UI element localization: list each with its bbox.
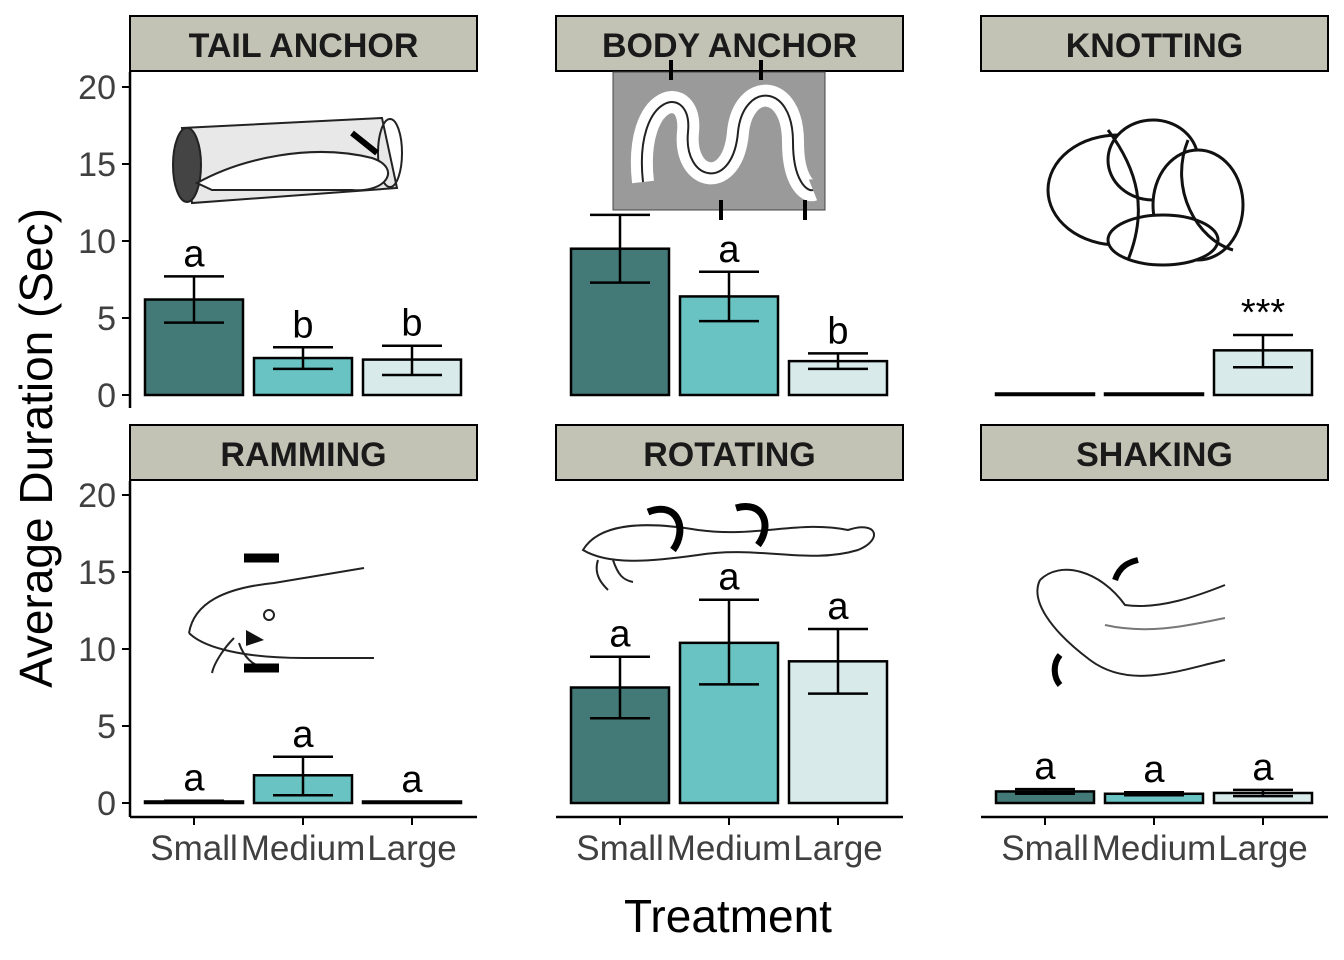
- significance-label: a: [609, 614, 631, 656]
- y-tick-label: 15: [78, 554, 116, 592]
- coiled-eel-illustration: [612, 60, 826, 220]
- bar-large: [1212, 349, 1314, 397]
- x-tick-label: Large: [793, 829, 883, 868]
- error-bar-medium: [273, 755, 333, 797]
- significance-label: a: [1034, 746, 1056, 788]
- significance-label: a: [827, 586, 849, 628]
- shaking-eel-illustration: [1036, 557, 1226, 687]
- y-axis-title: Average Duration (Sec): [10, 208, 62, 688]
- ramming-head-illustration: [188, 553, 374, 674]
- x-tick-label: Small: [150, 829, 238, 868]
- error-bar-small: [1015, 787, 1075, 796]
- strip-background: [129, 15, 478, 72]
- strip-title: BODY ANCHOR: [602, 27, 857, 65]
- significance-label: a: [718, 229, 740, 271]
- strip-background: [980, 15, 1329, 72]
- y-tick-label: 5: [97, 300, 116, 338]
- x-tick-label: Medium: [241, 829, 365, 868]
- strip-header: SHAKING: [980, 424, 1329, 481]
- x-tick-label: Medium: [1092, 829, 1216, 868]
- y-tick-label: 15: [78, 146, 116, 184]
- panel-knotting: KNOTTING ***: [980, 15, 1329, 397]
- strip-background: [555, 15, 904, 72]
- significance-label: b: [827, 310, 848, 352]
- y-axes-layer: 0 5 10 15 20 0 5 10 15 20: [78, 69, 132, 823]
- strip-header: RAMMING: [129, 424, 478, 481]
- panel-shaking: SHAKING a a a: [980, 424, 1329, 805]
- significance-label: a: [183, 758, 205, 800]
- strip-header: ROTATING: [555, 424, 904, 481]
- tube-anchor-illustration: [172, 116, 403, 205]
- strip-title: TAIL ANCHOR: [189, 27, 419, 65]
- significance-label: ***: [1241, 292, 1286, 334]
- strip-header: TAIL ANCHOR: [129, 15, 478, 72]
- significance-label: a: [183, 233, 205, 275]
- bar-medium: [252, 356, 354, 397]
- error-bar-small: [164, 799, 224, 804]
- error-bar-medium: [1124, 790, 1184, 797]
- error-bar-small: [590, 213, 650, 284]
- error-bar-large: [382, 344, 442, 377]
- significance-label: a: [718, 557, 740, 599]
- y-axis-row-1: 0 5 10 15 20: [78, 69, 132, 415]
- x-tick-label: Small: [1001, 829, 1089, 868]
- panel-tail-anchor: TAIL ANCHOR a b b: [129, 15, 478, 397]
- error-bar-small: [590, 655, 650, 720]
- strip-background: [555, 424, 904, 481]
- y-tick-label: 20: [78, 477, 116, 515]
- significance-label: a: [401, 759, 423, 801]
- significance-label: a: [292, 714, 314, 756]
- error-bar-medium: [273, 346, 333, 371]
- y-tick-label: 10: [78, 223, 116, 261]
- strip-title: RAMMING: [220, 436, 386, 474]
- y-tick-label: 0: [97, 785, 116, 823]
- knot-illustration: [1046, 118, 1245, 267]
- x-tick-label: Large: [367, 829, 457, 868]
- strip-background: [980, 424, 1329, 481]
- strip-title: SHAKING: [1076, 436, 1233, 474]
- x-tick-label: Large: [1218, 829, 1308, 868]
- strip-background: [129, 424, 478, 481]
- error-bar-large: [1233, 333, 1293, 369]
- panels-layer: TAIL ANCHOR a b b BODY ANCHOR a b KNOTTING *** RA…: [129, 15, 1329, 805]
- rotating-eel-illustration: [581, 503, 875, 591]
- panel-rotating: ROTATING a a a: [555, 424, 904, 805]
- error-bar-large: [808, 352, 868, 371]
- panel-ramming: RAMMING a a a: [129, 424, 478, 805]
- significance-label: b: [401, 303, 422, 345]
- error-bar-large: [1233, 788, 1293, 798]
- x-tick-label: Medium: [667, 829, 791, 868]
- strip-header: BODY ANCHOR: [555, 15, 904, 72]
- significance-label: a: [1143, 749, 1165, 791]
- error-bar-small: [164, 275, 224, 324]
- strip-title: KNOTTING: [1066, 27, 1244, 65]
- y-tick-label: 10: [78, 631, 116, 669]
- strip-header: KNOTTING: [980, 15, 1329, 72]
- y-tick-label: 0: [97, 377, 116, 415]
- y-tick-label: 5: [97, 708, 116, 746]
- error-bar-large: [808, 627, 868, 695]
- error-bar-medium: [699, 598, 759, 686]
- significance-label: a: [1252, 747, 1274, 789]
- strip-title: ROTATING: [643, 436, 816, 474]
- x-axis-title: Treatment: [624, 890, 832, 942]
- y-axis-row-2: 0 5 10 15 20: [78, 477, 132, 823]
- y-tick-label: 20: [78, 69, 116, 107]
- x-tick-label: Small: [576, 829, 664, 868]
- panel-body-anchor: BODY ANCHOR a b: [555, 15, 904, 397]
- significance-label: b: [292, 304, 313, 346]
- error-bar-medium: [699, 270, 759, 323]
